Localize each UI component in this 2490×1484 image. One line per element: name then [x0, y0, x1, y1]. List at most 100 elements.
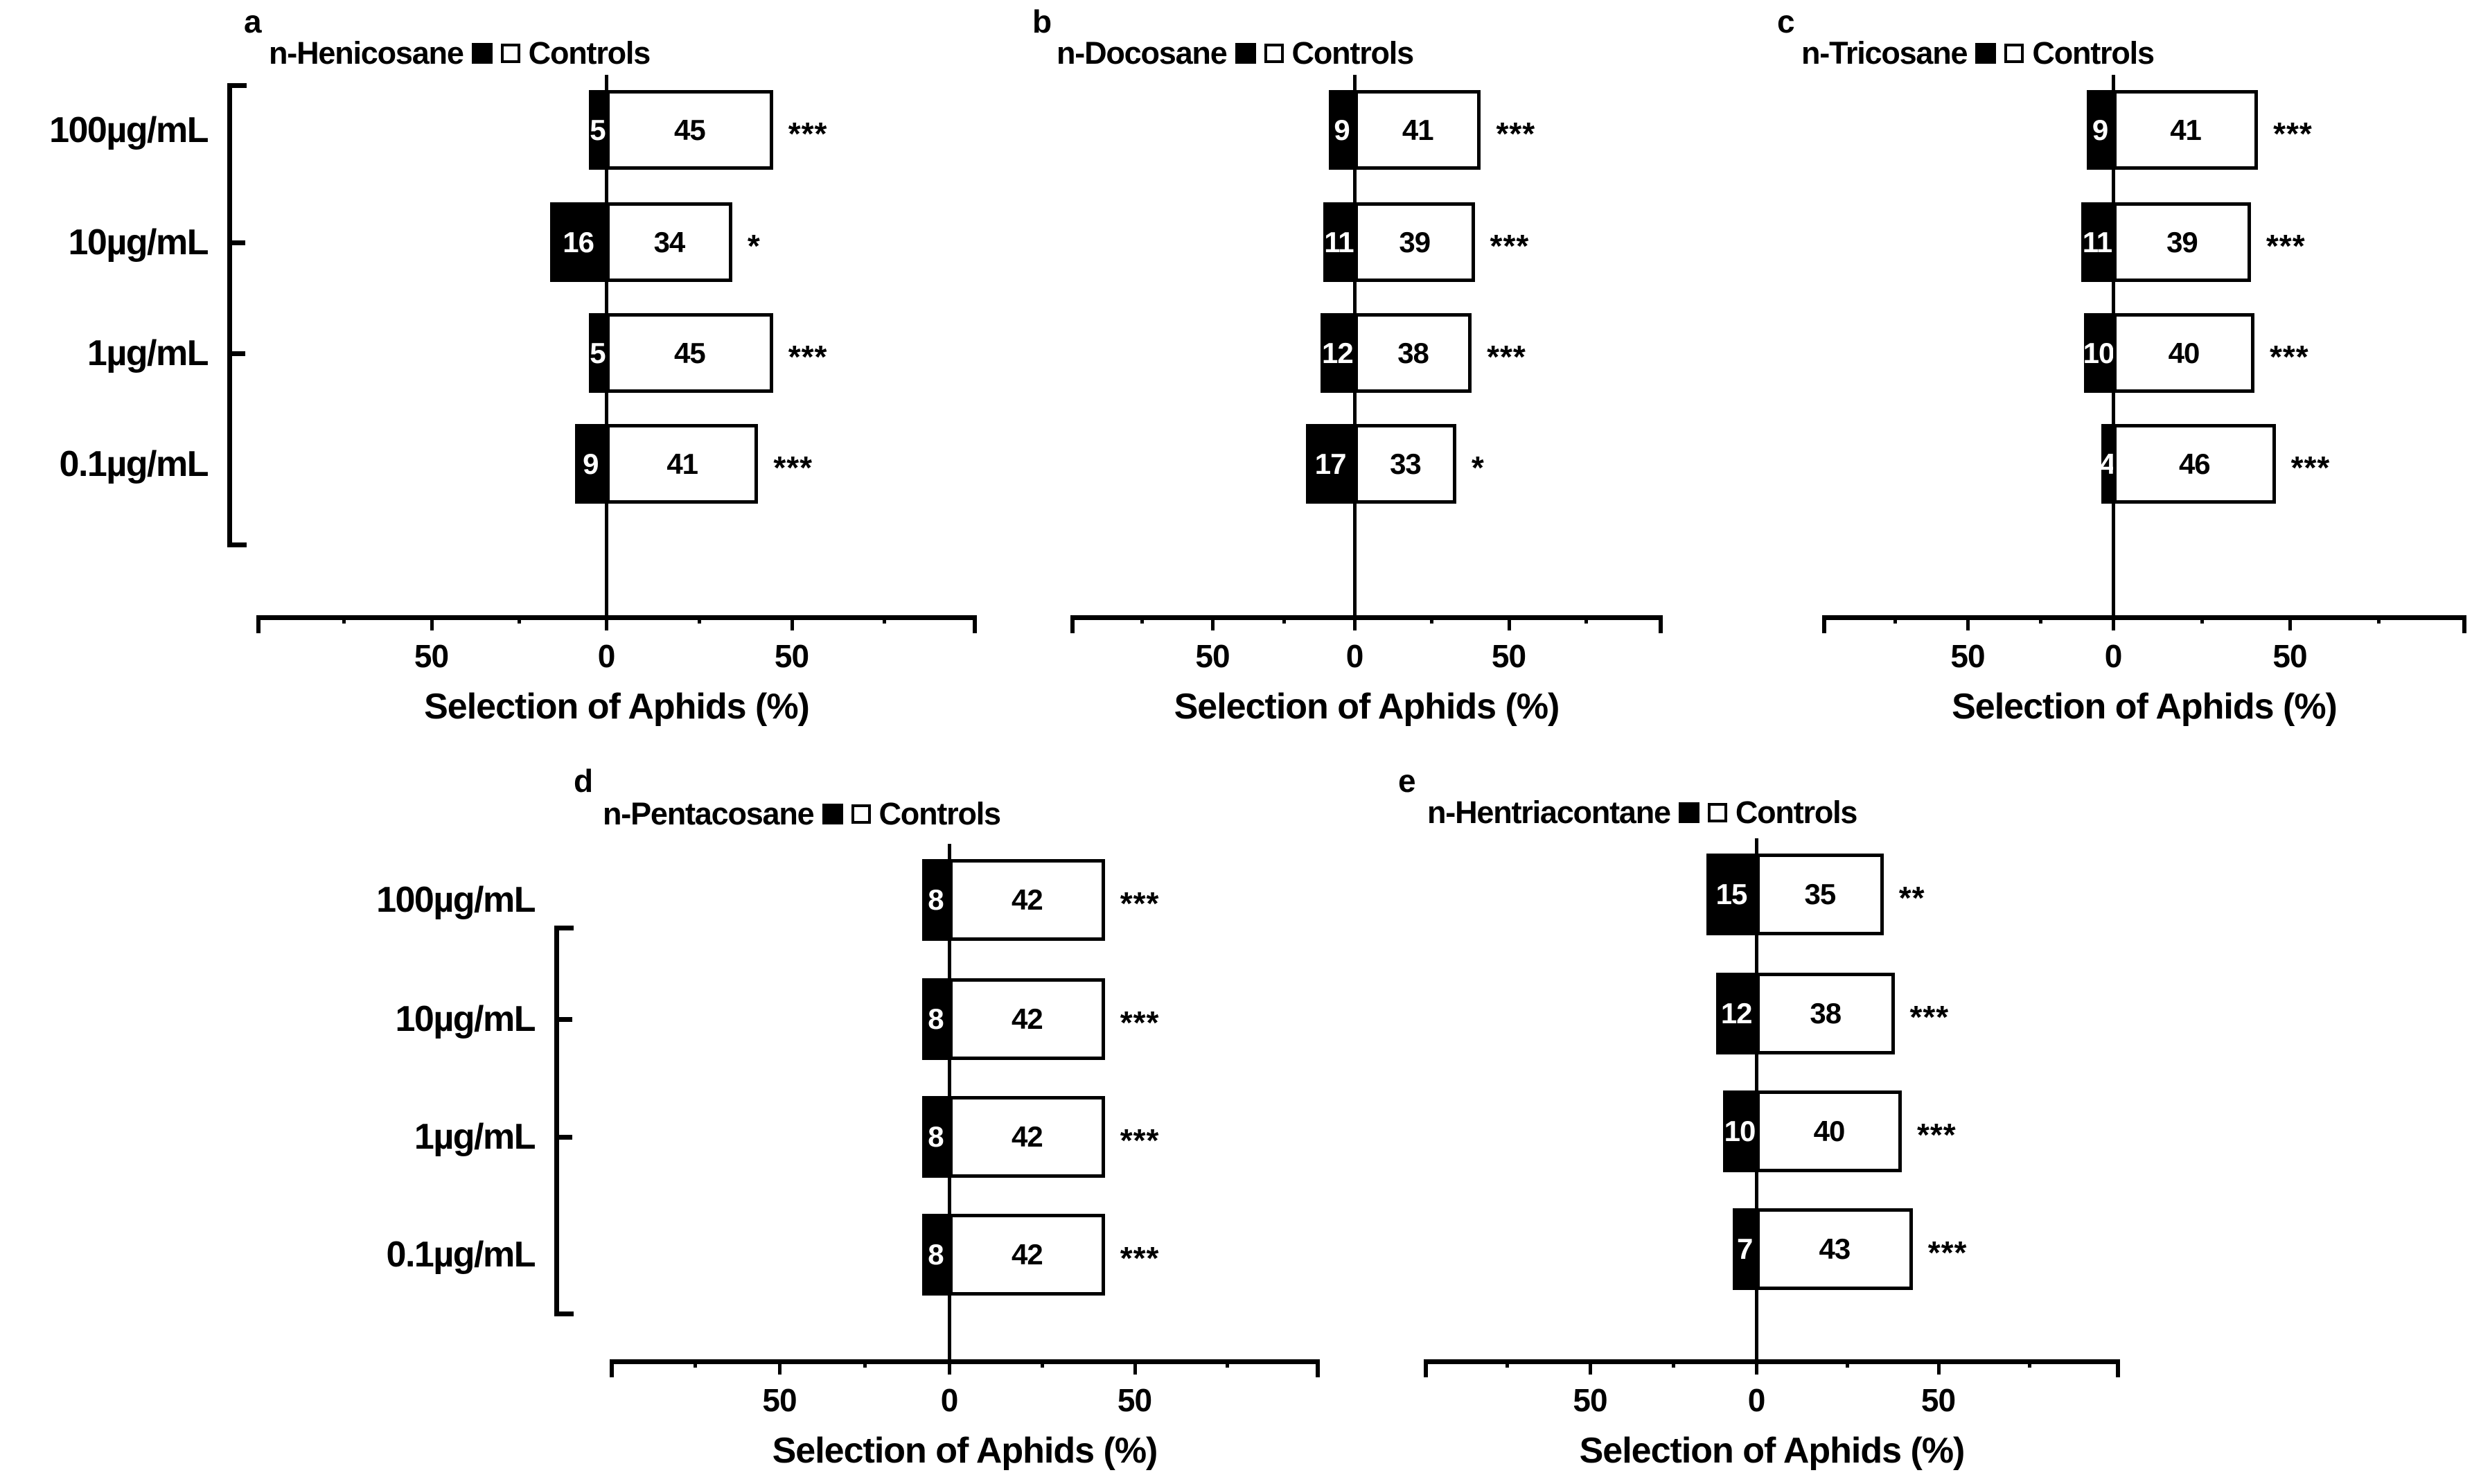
- bar-control: 38: [1756, 973, 1895, 1054]
- legend-control-label: Controls: [1291, 35, 1415, 71]
- x-axis-tick-label: 50: [2272, 638, 2307, 674]
- panel-letter-d: d: [574, 763, 593, 799]
- bar-treatment: 12: [1320, 313, 1354, 393]
- panel-letter-c: c: [1777, 3, 1795, 39]
- bar-control-value: 45: [674, 113, 706, 146]
- x-axis-minor-tick: [1846, 1359, 1850, 1368]
- x-axis-minor-tick: [1584, 615, 1588, 624]
- x-axis-end-cap: [1070, 615, 1075, 633]
- x-axis-minor-tick: [693, 1359, 697, 1368]
- x-axis-tick-label: 0: [940, 1382, 959, 1418]
- x-axis-end-cap: [1424, 1359, 1428, 1377]
- x-axis-minor-tick: [1040, 1359, 1044, 1368]
- bar-treatment-value: 7: [1737, 1233, 1753, 1265]
- y-axis-tick-label-2: 10µg/mL: [68, 222, 209, 263]
- x-axis-title: Selection of Aphids (%): [1174, 687, 1560, 727]
- legend-control-label: Controls: [2032, 35, 2155, 71]
- x-axis-tick-label: 50: [1921, 1382, 1956, 1418]
- x-axis-minor-tick: [1282, 615, 1286, 624]
- bar-control: 41: [2113, 90, 2259, 170]
- significance-marker: ***: [1927, 1235, 1968, 1271]
- x-axis-tick-label: 50: [414, 638, 449, 674]
- x-axis-minor-tick: [1430, 615, 1434, 624]
- bar-control: 39: [2113, 202, 2251, 282]
- bar-control-value: 42: [1011, 883, 1043, 916]
- significance-marker: ***: [773, 449, 813, 486]
- bar-treatment-value: 17: [1314, 447, 1347, 480]
- x-axis-end-cap: [256, 615, 261, 633]
- bar-control-value: 35: [1804, 878, 1837, 910]
- bar-control-value: 39: [2166, 225, 2198, 258]
- bar-control: 35: [1756, 854, 1884, 935]
- x-axis-major-tick: [2112, 615, 2115, 630]
- bar-control-value: 41: [666, 447, 698, 480]
- bar-control-value: 38: [1810, 997, 1842, 1030]
- x-axis-tick-label: 0: [1345, 638, 1364, 674]
- bar-treatment-value: 10: [1724, 1115, 1756, 1147]
- x-axis-major-tick: [605, 615, 608, 630]
- x-axis-tick-label: 50: [762, 1382, 797, 1418]
- significance-marker: ***: [1120, 1122, 1160, 1158]
- legend-control-label: Controls: [878, 796, 1002, 831]
- bar-treatment: 11: [2081, 202, 2113, 282]
- bar-control-value: 40: [2168, 336, 2200, 369]
- bar-treatment-value: 8: [928, 1002, 944, 1035]
- significance-marker: ***: [1120, 885, 1160, 921]
- bar-treatment-value: 9: [1334, 113, 1350, 146]
- significance-marker: ***: [788, 115, 828, 152]
- legend-compound-label: n-Hentriacontane: [1427, 795, 1671, 830]
- y-axis-end-cap: [227, 542, 247, 547]
- x-axis-line: [1070, 615, 1663, 620]
- x-axis-tick-label: 50: [1117, 1382, 1152, 1418]
- x-axis-end-cap: [610, 1359, 614, 1377]
- bar-control: 40: [2113, 313, 2254, 393]
- bar-treatment: 12: [1716, 973, 1756, 1054]
- bar-treatment: 8: [921, 1214, 949, 1296]
- legend-swatch-treatment-icon: [822, 803, 843, 824]
- x-axis-minor-tick: [2039, 615, 2042, 624]
- bar-treatment-value: 12: [1322, 336, 1354, 369]
- x-axis-title: Selection of Aphids (%): [772, 1431, 1158, 1471]
- x-axis-end-cap: [2462, 615, 2466, 633]
- bar-control-value: 42: [1011, 1120, 1043, 1153]
- bar-treatment: 9: [574, 424, 606, 504]
- bar-control-value: 43: [1819, 1233, 1851, 1265]
- bar-treatment-value: 12: [1720, 997, 1753, 1030]
- bar-treatment: 8: [921, 978, 949, 1060]
- legend-swatch-treatment-icon: [1678, 802, 1699, 823]
- x-axis-line: [256, 615, 977, 620]
- bar-control: 40: [1756, 1090, 1902, 1172]
- bar-treatment-value: 9: [583, 447, 599, 480]
- bar-treatment-value: 10: [2083, 336, 2115, 369]
- y-axis-end-cap: [554, 926, 574, 930]
- bar-treatment: 10: [1723, 1090, 1756, 1172]
- bar-control: 42: [949, 859, 1105, 941]
- x-axis-tick-label: 50: [774, 638, 809, 674]
- x-axis-minor-tick: [1226, 1359, 1230, 1368]
- bar-treatment: 5: [588, 313, 606, 393]
- y-axis-tick-label-4: 0.1µg/mL: [386, 1235, 536, 1275]
- significance-marker: ***: [1917, 1117, 1957, 1153]
- y-axis-tick: [227, 351, 245, 356]
- x-axis-tick-label: 50: [1491, 638, 1526, 674]
- y-axis-line: [554, 926, 559, 1316]
- bar-treatment: 5: [588, 90, 606, 170]
- bar-treatment-value: 5: [590, 336, 606, 369]
- legend-swatch-control-icon: [2004, 43, 2024, 63]
- x-axis-major-tick: [1755, 1359, 1758, 1375]
- bar-treatment: 16: [550, 202, 606, 282]
- bar-treatment: 17: [1306, 424, 1354, 504]
- legend-compound-label: n-Tricosane: [1801, 35, 1968, 71]
- x-axis-major-tick: [948, 1359, 951, 1375]
- y-axis-tick-label-4: 0.1µg/mL: [59, 443, 209, 484]
- bar-control-value: 42: [1011, 1002, 1043, 1035]
- legend-control-label: Controls: [528, 35, 651, 71]
- y-axis-tick: [554, 1135, 572, 1140]
- bar-treatment: 8: [921, 1096, 949, 1178]
- bar-control-value: 41: [1402, 113, 1434, 146]
- bar-treatment-value: 4: [2099, 447, 2115, 480]
- significance-marker: ***: [1120, 1005, 1160, 1041]
- x-axis-major-tick: [2288, 615, 2292, 630]
- x-axis-major-tick: [790, 615, 794, 630]
- x-axis-tick-label: 50: [1573, 1382, 1607, 1418]
